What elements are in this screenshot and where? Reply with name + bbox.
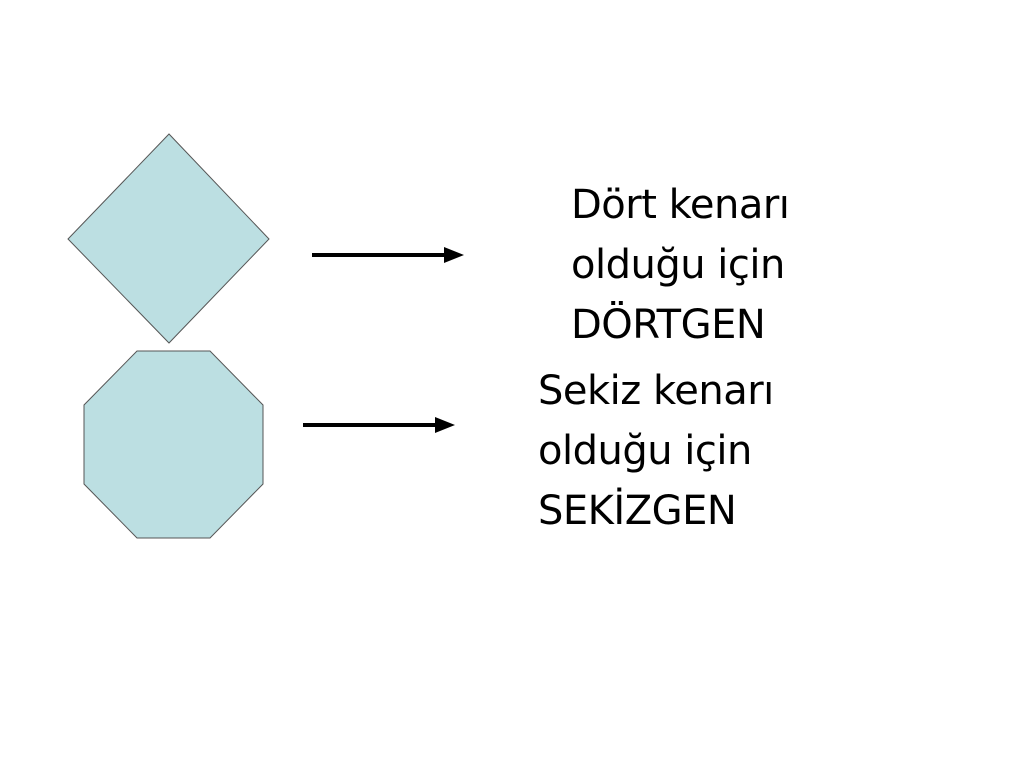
square-shape xyxy=(67,133,270,344)
caption-line: Dört kenarı xyxy=(571,182,790,228)
caption-line: olduğu için xyxy=(571,242,785,288)
square-caption: Dört kenarı olduğu için DÖRTGEN xyxy=(571,175,790,355)
octagon-shape xyxy=(83,350,264,539)
caption-line: Sekiz kenarı xyxy=(538,368,774,414)
square-polygon xyxy=(67,133,270,344)
arrow-head xyxy=(435,417,455,433)
arrow-to-square-caption xyxy=(312,247,464,263)
caption-line: SEKİZGEN xyxy=(538,488,737,534)
caption-line: DÖRTGEN xyxy=(571,302,766,348)
octagon-caption: Sekiz kenarı olduğu için SEKİZGEN xyxy=(538,361,774,541)
octagon-polygon xyxy=(83,350,264,539)
caption-line: olduğu için xyxy=(538,428,752,474)
arrow-to-octagon-caption xyxy=(303,417,455,433)
arrow-head xyxy=(444,247,464,263)
